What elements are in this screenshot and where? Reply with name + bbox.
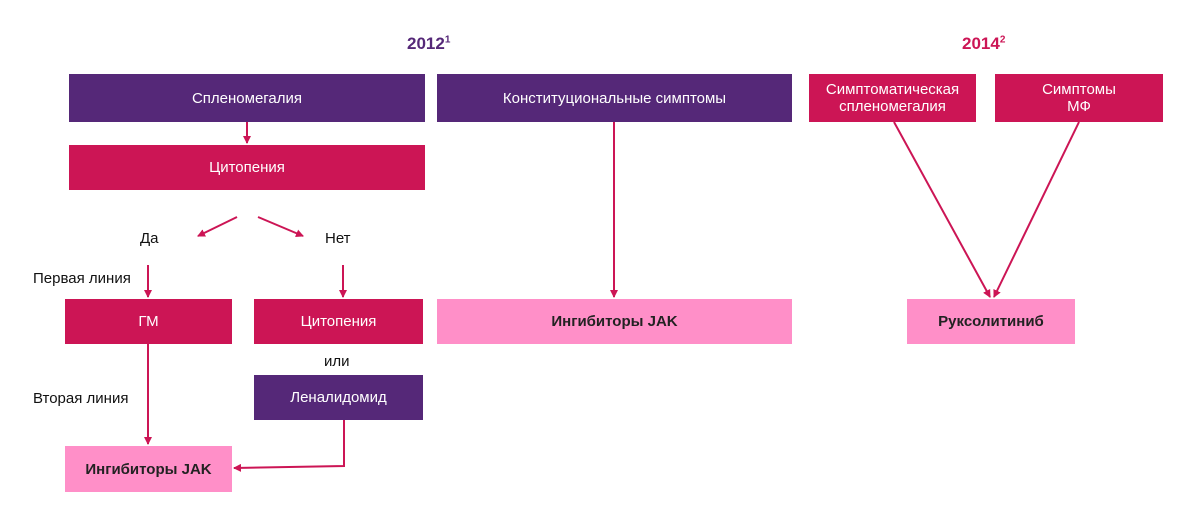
jak-inhibitors-left-label: Ингибиторы JAK [85, 460, 212, 478]
jak-inhibitors-left-box: Ингибиторы JAK [65, 446, 232, 492]
yes-label: Да [140, 230, 159, 247]
year-2012-ref: 1 [444, 34, 451, 46]
arrow-symptomatic-splenomegaly-to-ruxolitinib [893, 121, 991, 298]
year-2014-ref: 2 [999, 34, 1006, 46]
second-line-label: Вторая линия [33, 390, 129, 407]
ruxolitinib-box: Руксолитиниб [907, 299, 1075, 344]
jak-inhibitors-mid-label: Ингибиторы JAK [551, 313, 678, 330]
arrow-lenalidomide-to-jak [233, 420, 345, 472]
symptomatic-splenomegaly-box: Симптоматическая спленомегалия [809, 74, 976, 122]
year-2014-text: 2014 [962, 34, 1000, 53]
arrow-to-yes [197, 216, 238, 237]
year-2012-text: 2012 [407, 34, 445, 53]
constitutional-symptoms-label: Конституциональные симптомы [502, 89, 727, 107]
splenomegaly-box: Спленомегалия [69, 74, 425, 122]
jak-inhibitors-mid-box: Ингибиторы JAK [437, 299, 792, 344]
lenalidomide-label: Леналидомид [290, 389, 387, 406]
ruxolitinib-label: Руксолитиниб [938, 313, 1044, 330]
no-label: Нет [325, 230, 351, 247]
cytopenia-bottom-label: Цитопения [300, 313, 377, 330]
mf-symptoms-label-line1: Симптомы [1042, 81, 1116, 98]
cytopenia-top-box: Цитопения [69, 145, 425, 190]
splenomegaly-label: Спленомегалия [191, 89, 303, 107]
or-label: или [324, 353, 350, 370]
cytopenia-top-label: Цитопения [209, 159, 285, 176]
lenalidomide-box: Леналидомид [254, 375, 423, 420]
gm-box: ГМ [65, 299, 232, 344]
year-2012-heading: 20121 [407, 34, 450, 54]
mf-symptoms-box: Симптомы МФ [995, 74, 1163, 122]
year-2014-heading: 20142 [962, 34, 1005, 54]
symptomatic-splenomegaly-label-line1: Симптоматическая [825, 81, 960, 98]
cytopenia-bottom-box: Цитопения [254, 299, 423, 344]
gm-label: ГМ [138, 313, 159, 330]
first-line-label: Первая линия [33, 270, 131, 287]
constitutional-symptoms-box: Конституциональные симптомы [437, 74, 792, 122]
symptomatic-splenomegaly-label-line2: спленомегалия [839, 98, 946, 115]
arrow-mf-symptoms-to-ruxolitinib [993, 121, 1080, 298]
mf-symptoms-label-line2: МФ [1067, 98, 1091, 115]
arrow-to-no [257, 216, 304, 237]
